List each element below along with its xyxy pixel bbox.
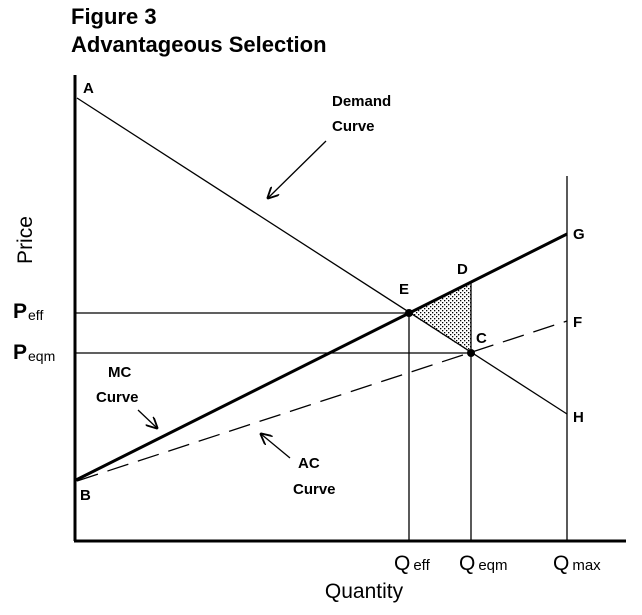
ac-label-arrow bbox=[261, 434, 291, 459]
p-eff-tick-label: Peff bbox=[13, 300, 43, 323]
demand-label-line2: Curve bbox=[332, 118, 375, 135]
demand-curve bbox=[76, 97, 568, 415]
ac-curve bbox=[76, 320, 568, 482]
mc-label-line2: Curve bbox=[96, 389, 139, 406]
y-axis-title: Price bbox=[14, 216, 37, 264]
demand-label-line1: Demand bbox=[332, 93, 391, 110]
figure-number: Figure 3 bbox=[71, 4, 157, 29]
mc-curve bbox=[75, 232, 568, 482]
point-label-e: E bbox=[399, 281, 409, 298]
welfare-loss-triangle bbox=[409, 282, 471, 353]
p-eqm-tick-label: Peqm bbox=[13, 341, 55, 364]
figure-title: Advantageous Selection bbox=[71, 32, 327, 57]
point-e-dot bbox=[405, 309, 413, 317]
point-c-dot bbox=[467, 349, 475, 357]
point-label-h: H bbox=[573, 409, 584, 426]
point-label-c: C bbox=[476, 330, 487, 347]
mc-label-arrow bbox=[137, 409, 157, 428]
demand-label-arrow bbox=[268, 140, 327, 198]
point-label-d: D bbox=[457, 261, 468, 278]
point-label-b: B bbox=[80, 487, 91, 504]
point-label-f: F bbox=[573, 314, 582, 331]
ac-label-line1: AC bbox=[298, 455, 320, 472]
mc-label-line1: MC bbox=[108, 364, 131, 381]
point-label-g: G bbox=[573, 226, 585, 243]
x-axis-title: Quantity bbox=[325, 580, 404, 603]
point-label-a: A bbox=[83, 80, 94, 97]
ac-label-line2: Curve bbox=[293, 481, 336, 498]
